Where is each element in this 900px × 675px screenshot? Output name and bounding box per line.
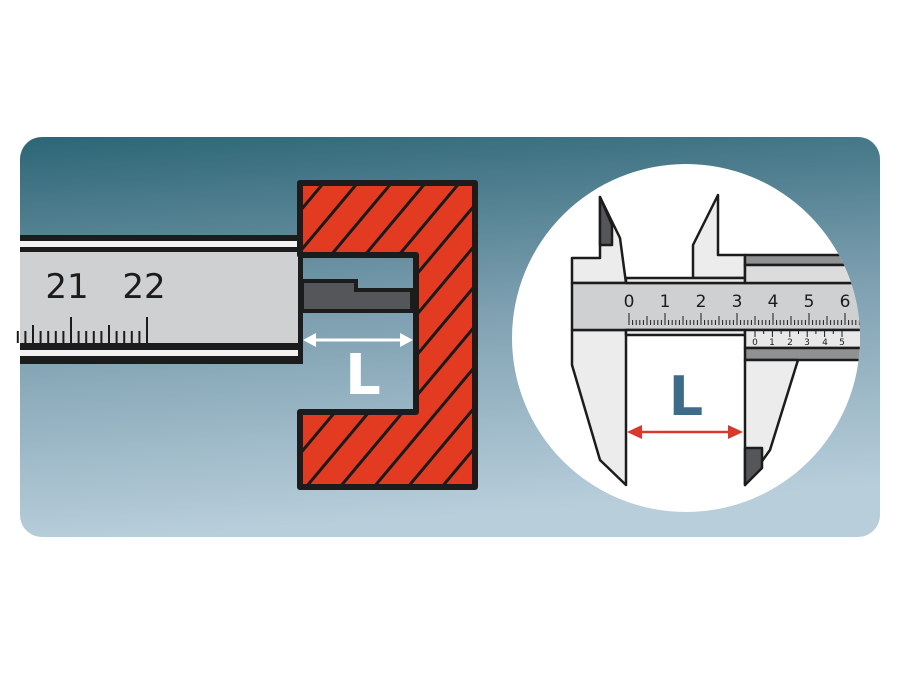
dimension-arrow-white xyxy=(303,333,413,347)
vernier-scale-label: 3 xyxy=(804,338,810,348)
main-scale-label: 1 xyxy=(660,292,671,312)
ruler-ticks xyxy=(16,317,148,343)
main-scale-label: 2 xyxy=(696,292,707,312)
vernier-scale-ticks xyxy=(754,330,843,337)
dimension-label-right: L xyxy=(669,365,703,428)
vernier-scale-labels: 0 1 2 3 4 5 xyxy=(752,338,845,348)
main-scale-label: 4 xyxy=(768,292,779,312)
vernier-scale-label: 1 xyxy=(769,338,775,348)
caliper xyxy=(570,193,860,487)
main-scale-label: 6 xyxy=(840,292,851,312)
ruler-label-21: 21 xyxy=(45,267,88,307)
main-scale-labels: 0 1 2 3 4 5 6 xyxy=(624,292,851,312)
dimension-arrow-red xyxy=(627,425,743,439)
main-scale-label: 5 xyxy=(804,292,815,312)
inside-jaw xyxy=(300,279,414,313)
ruler-label-22: 22 xyxy=(122,267,165,307)
vernier-scale-label: 4 xyxy=(822,338,828,348)
dimension-label-left: L xyxy=(345,343,381,408)
main-scale-label: 0 xyxy=(624,292,635,312)
workpiece-hatched xyxy=(297,180,478,490)
main-scale-ticks xyxy=(628,313,860,325)
vernier-scale-label: 2 xyxy=(787,338,793,348)
ruler-bar: 21 22 xyxy=(16,235,303,364)
vernier-scale-label: 5 xyxy=(839,338,845,348)
main-scale-label: 3 xyxy=(732,292,743,312)
vernier-scale-label: 0 xyxy=(752,338,758,348)
